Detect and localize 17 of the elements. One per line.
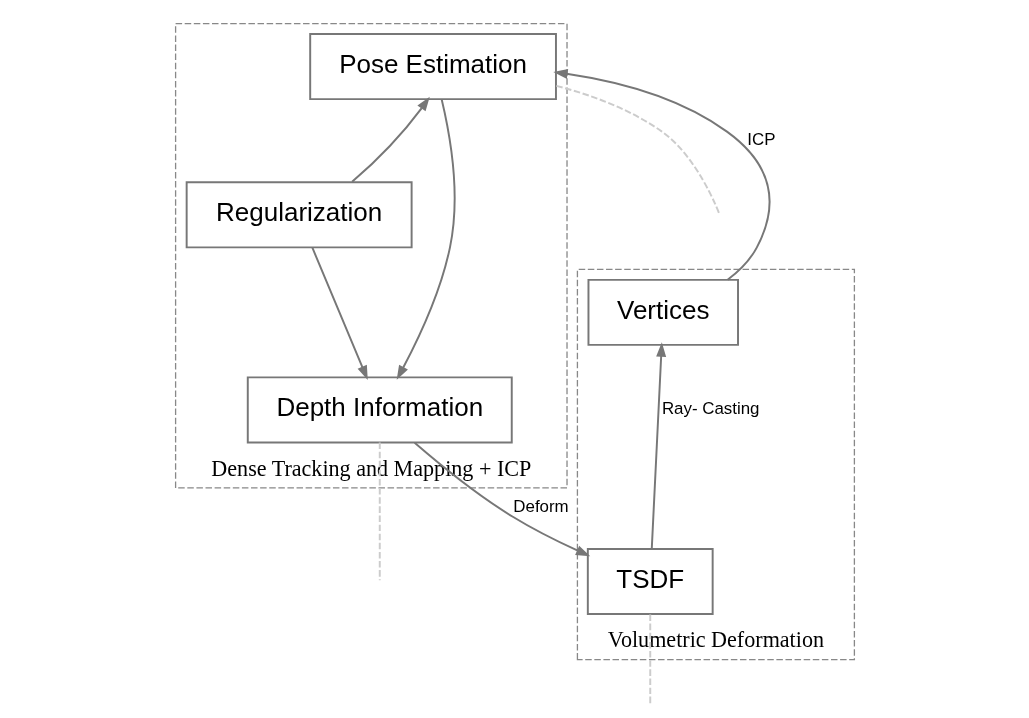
connector <box>378 441 381 582</box>
arrow <box>396 98 455 380</box>
node-box: Vertices <box>587 278 739 346</box>
edge-label: Deform <box>512 496 569 516</box>
edge-label: ICP <box>746 130 776 150</box>
connector <box>554 84 720 215</box>
connector <box>648 613 651 705</box>
arrow <box>650 342 666 550</box>
node-box: Regularization <box>185 181 413 249</box>
arrow <box>413 441 590 557</box>
node-box: TSDF <box>586 548 714 616</box>
node-box: Pose Estimation <box>308 33 557 101</box>
arrow <box>350 96 430 183</box>
arrow <box>310 246 368 380</box>
node-box: Depth Information <box>246 376 513 444</box>
edge-label: Ray- Casting <box>661 399 760 419</box>
arrow <box>552 68 771 281</box>
